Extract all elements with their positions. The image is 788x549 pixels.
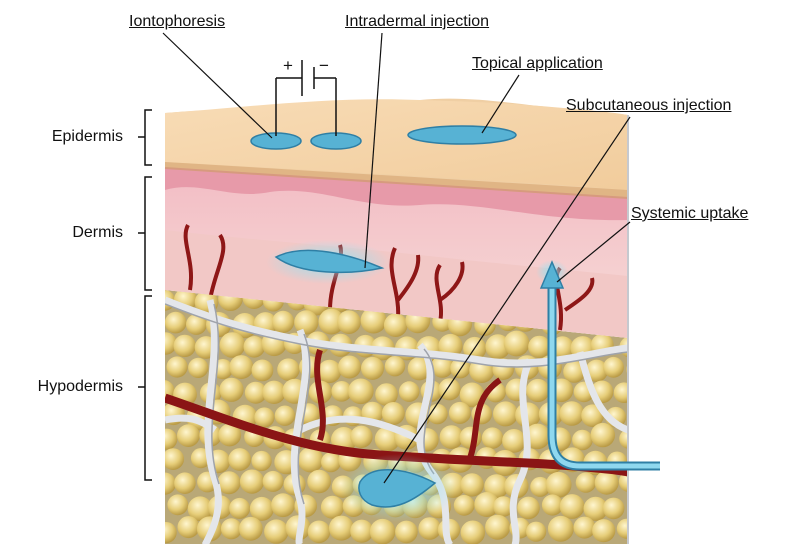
fat-cell — [254, 407, 274, 427]
callout-topical-application: Topical application — [472, 55, 603, 73]
fat-cell — [560, 401, 585, 426]
fat-cell — [614, 382, 635, 403]
fat-cell — [165, 312, 187, 334]
fat-cell — [275, 406, 295, 426]
fat-cell — [461, 521, 485, 545]
fat-cell — [264, 519, 288, 543]
fat-cell — [156, 522, 177, 543]
fat-cell — [449, 402, 471, 424]
fat-cell — [626, 357, 652, 383]
callout-iontophoresis: Iontophoresis — [129, 13, 225, 31]
fat-cell — [384, 313, 408, 337]
label-dermis: Dermis — [72, 224, 123, 242]
fat-cell — [155, 332, 177, 354]
label-hypodermis: Hypodermis — [38, 378, 123, 396]
negative-terminal-sign: − — [319, 57, 329, 75]
fat-cell — [482, 427, 503, 448]
layer-brackets — [138, 110, 152, 480]
fat-cell — [361, 357, 384, 380]
fat-cell — [318, 360, 341, 383]
fat-cell — [308, 521, 331, 544]
fat-cell — [591, 423, 615, 447]
fat-cell — [493, 401, 518, 426]
fat-cell — [177, 424, 200, 447]
topical-deposit — [408, 126, 516, 144]
fat-cell — [220, 332, 246, 358]
fat-cell — [548, 516, 574, 542]
fat-cell — [528, 336, 550, 358]
fat-cell — [526, 522, 546, 542]
fat-cell — [574, 517, 596, 539]
fat-cell — [627, 404, 648, 425]
fat-cell — [174, 472, 196, 494]
fat-cell — [350, 426, 372, 448]
fat-cell — [240, 470, 264, 494]
fat-cell — [329, 516, 354, 541]
fat-cell — [628, 495, 654, 521]
fat-cell — [385, 356, 405, 376]
fat-cell — [229, 498, 250, 519]
fat-cell — [418, 517, 441, 540]
fat-cell — [277, 358, 299, 380]
fat-cell — [504, 331, 530, 357]
fat-cell — [252, 360, 274, 382]
fat-cell — [619, 429, 639, 449]
fat-cell — [167, 494, 188, 515]
fat-cell — [156, 429, 177, 450]
fat-cell — [154, 473, 176, 495]
fat-cell — [174, 335, 196, 357]
fat-cell — [178, 516, 200, 538]
fat-cell — [219, 378, 243, 402]
fat-cell — [485, 515, 510, 540]
fat-cell — [454, 495, 475, 516]
fat-cell — [229, 355, 253, 379]
fat-cell — [382, 402, 405, 425]
fat-cell — [399, 381, 420, 402]
fat-cell — [239, 517, 263, 541]
fat-cell — [263, 471, 284, 492]
fat-cell — [221, 518, 242, 539]
fat-cell — [338, 356, 361, 379]
fat-cell — [348, 379, 374, 405]
fat-cell — [560, 494, 585, 519]
label-epidermis: Epidermis — [52, 128, 123, 146]
fat-cell — [603, 357, 624, 378]
fat-cell — [271, 493, 295, 517]
fat-cell — [526, 379, 549, 402]
fat-cell — [502, 429, 526, 453]
fat-cell — [592, 519, 615, 542]
fat-cell — [370, 519, 396, 544]
fat-cell — [517, 497, 540, 520]
fat-cell — [617, 519, 637, 539]
fat-cell — [321, 496, 344, 519]
fat-cell — [272, 311, 294, 333]
fat-cell — [546, 472, 572, 498]
fat-cell — [337, 310, 361, 334]
fat-cell — [252, 451, 272, 471]
callout-intradermal-injection: Intradermal injection — [345, 13, 489, 31]
fat-cell — [576, 472, 596, 492]
fat-cell — [228, 448, 251, 471]
fat-cell — [603, 498, 625, 520]
positive-terminal-sign: + — [283, 57, 293, 75]
fat-cell — [307, 470, 331, 494]
fat-cell — [460, 473, 483, 496]
fat-cell — [262, 381, 285, 404]
fat-cell — [572, 430, 593, 451]
fat-cell — [395, 521, 418, 544]
fat-cell — [162, 448, 184, 470]
callout-subcutaneous-injection: Subcutaneous injection — [566, 97, 731, 115]
fat-cell — [167, 356, 188, 377]
fat-cell — [188, 358, 208, 378]
fat-cell — [244, 336, 266, 358]
fat-cell — [321, 452, 341, 472]
callout-systemic-uptake: Systemic uptake — [631, 205, 748, 223]
